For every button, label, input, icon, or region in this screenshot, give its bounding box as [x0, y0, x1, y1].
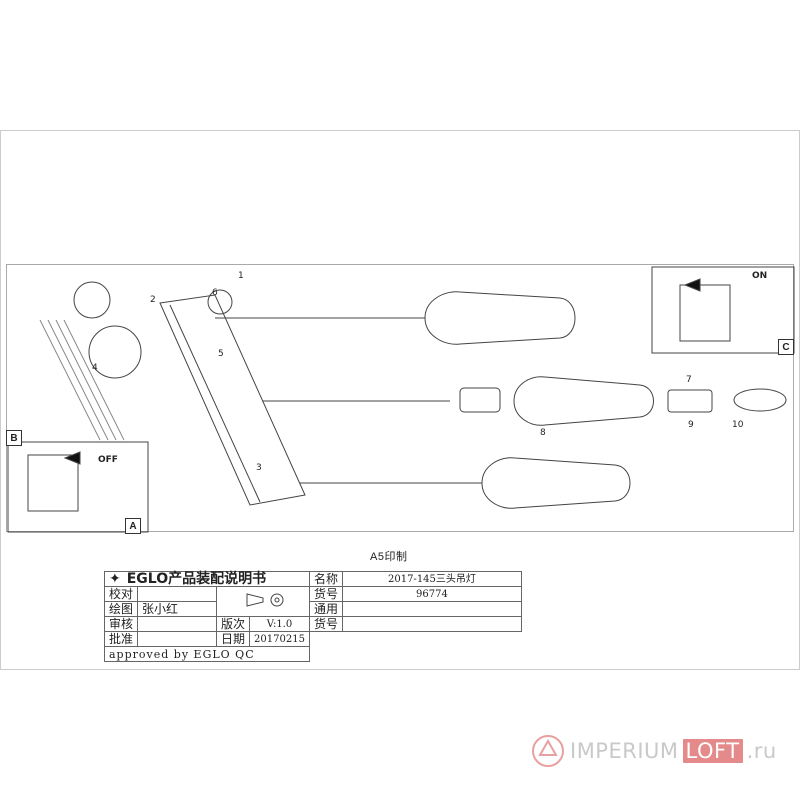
eglo-logo: ✦ — [109, 570, 121, 587]
callout-number: 2 — [150, 295, 156, 305]
general-label: 通用 — [308, 601, 343, 617]
imperiumloft-watermark: IMPERIUM LOFT .ru — [530, 733, 777, 769]
socket-detail — [667, 389, 713, 413]
bulb-socket — [459, 387, 501, 413]
callout-number: 7 — [686, 375, 692, 385]
on-label: ON — [752, 271, 767, 281]
title-block: ✦EGLO产品装配说明书 名称 2017-145三头吊灯 校对 货号 96774… — [103, 570, 522, 662]
name-value: 2017-145三头吊灯 — [341, 571, 522, 587]
shade-middle — [513, 376, 654, 426]
general-no-label: 货号 — [308, 616, 343, 632]
review-value — [137, 616, 218, 632]
date-value: 20170215 — [249, 631, 310, 647]
plug-terminal — [88, 325, 142, 379]
arrow-c — [683, 278, 701, 292]
watermark-loft: LOFT — [682, 739, 743, 763]
approved-by: approved by EGLO QC — [104, 646, 310, 662]
general-no-value — [341, 616, 522, 632]
off-label: OFF — [98, 455, 118, 465]
ceiling-cap — [207, 289, 233, 315]
shade-bottom — [481, 457, 631, 509]
switch-strip-c — [679, 284, 731, 342]
callout-number: 10 — [732, 420, 744, 430]
watermark-domain: .ru — [746, 739, 777, 763]
plug-top — [73, 281, 111, 319]
projection-symbol-cell — [216, 586, 310, 617]
box-label-c: C — [778, 339, 794, 355]
shade-top — [424, 291, 576, 345]
box-label-a: A — [125, 518, 141, 534]
review-label: 审核 — [103, 616, 139, 632]
detail-box-a — [7, 441, 149, 533]
general-value — [341, 601, 522, 617]
callout-number: 3 — [256, 463, 262, 473]
box-label-b: B — [6, 430, 22, 446]
approve-value — [137, 631, 218, 647]
switch-strip-a — [27, 454, 79, 512]
callout-number: 1 — [238, 271, 244, 281]
detail-box-c — [651, 266, 795, 354]
arrow-a — [63, 451, 81, 465]
projection-symbol-icon — [246, 593, 284, 607]
bulb — [733, 388, 787, 412]
watermark-imperium: IMPERIUM — [570, 739, 679, 763]
item-no-label: 货号 — [308, 586, 343, 602]
approve-label: 批准 — [103, 631, 139, 647]
callout-number: 6 — [212, 288, 218, 298]
item-no-value: 96774 — [341, 586, 522, 602]
date-label: 日期 — [216, 631, 251, 647]
ceiling-hatch — [39, 319, 125, 441]
check-label: 校对 — [103, 586, 139, 602]
version-value: V:1.0 — [249, 616, 310, 632]
drawing-frame — [6, 264, 794, 532]
callout-number: 5 — [218, 349, 224, 359]
version-label: 版次 — [216, 616, 251, 632]
drawing-label: 绘图 — [103, 601, 139, 617]
name-label: 名称 — [308, 571, 343, 587]
brand-heading: ✦EGLO产品装配说明书 — [104, 570, 310, 587]
drawing-value: 张小红 — [137, 601, 218, 617]
print-format-label: A5印制 — [370, 551, 408, 563]
check-value — [137, 586, 218, 602]
callout-number: 9 — [688, 420, 694, 430]
callout-number: 8 — [540, 428, 546, 438]
main-bar — [159, 294, 306, 506]
crest-icon — [530, 733, 566, 769]
callout-number: 4 — [92, 363, 98, 373]
